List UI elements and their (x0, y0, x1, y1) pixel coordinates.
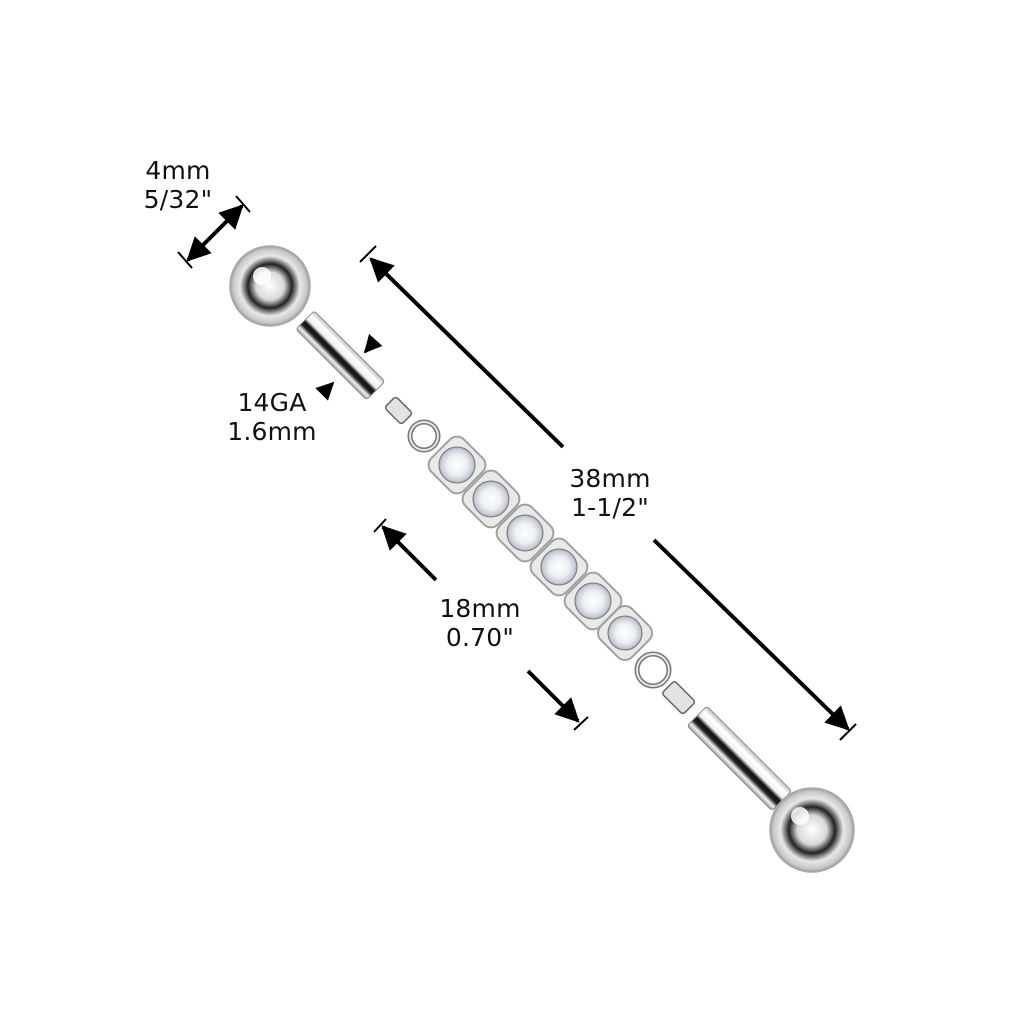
gauge-value: 14GA (237, 388, 307, 417)
chain-length-dimension (373, 518, 589, 731)
lower-ball (769, 787, 855, 873)
ball-size-metric: 4mm (145, 156, 211, 185)
gauge-metric: 1.6mm (227, 417, 317, 446)
gem (427, 435, 487, 495)
gem (495, 503, 555, 563)
barbell-jewelry (229, 245, 855, 873)
lower-bar (687, 706, 792, 811)
chain-length-metric: 18mm (439, 594, 521, 623)
gauge-label: 14GA 1.6mm (226, 388, 318, 446)
upper-ball (229, 245, 311, 327)
gem (529, 537, 589, 597)
chain-length-imperial: 0.70" (445, 623, 515, 652)
lower-connector (662, 681, 696, 715)
chain-length-label: 18mm 0.70" (432, 594, 528, 652)
gem (563, 571, 623, 631)
ball-diameter-dimension (177, 195, 251, 269)
length-label: 38mm 1-1/2" (560, 464, 660, 522)
gauge-dimension (315, 333, 383, 401)
gem (597, 605, 653, 661)
gem-chain (427, 435, 653, 661)
length-metric: 38mm (569, 464, 651, 493)
upper-connector (384, 396, 413, 425)
ball-size-imperial: 5/32" (143, 185, 213, 214)
length-imperial: 1-1/2" (571, 493, 649, 522)
ball-size-label: 4mm 5/32" (138, 156, 218, 214)
length-dimension (359, 245, 857, 741)
gem (461, 469, 521, 529)
upper-bar (296, 311, 385, 400)
